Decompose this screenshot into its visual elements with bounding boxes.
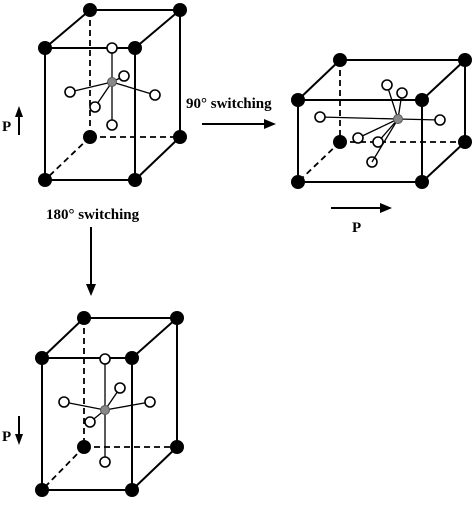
corner-atoms-180	[35, 311, 184, 497]
cell-180-switched	[35, 311, 184, 497]
p-label-bottom: P	[2, 429, 11, 445]
octahedron-90	[314, 79, 446, 168]
arrow-right-icon	[264, 119, 276, 129]
corner-atoms-original	[38, 3, 187, 187]
arrow-down-icon	[86, 284, 96, 296]
cell-90-switched	[291, 53, 472, 189]
arrow-up-icon	[15, 106, 23, 117]
polarization-down-indicator: P	[2, 416, 23, 445]
arrow-down-small-icon	[15, 434, 23, 445]
switch-90-arrow: 90° switching	[186, 96, 276, 129]
switch-180-label: 180° switching	[46, 207, 140, 223]
polarization-right-indicator: P	[331, 203, 392, 236]
p-label-top: P	[2, 119, 11, 135]
switch-90-label: 90° switching	[186, 96, 272, 112]
switch-180-arrow: 180° switching	[46, 207, 140, 296]
corner-atoms-90	[291, 53, 472, 189]
cell-original	[38, 3, 187, 187]
p-label-right: P	[352, 220, 361, 236]
octahedron-original	[64, 42, 161, 131]
octahedron-180	[58, 353, 156, 468]
arrow-right-small-icon	[380, 203, 392, 213]
polarization-up-indicator: P	[2, 106, 23, 135]
